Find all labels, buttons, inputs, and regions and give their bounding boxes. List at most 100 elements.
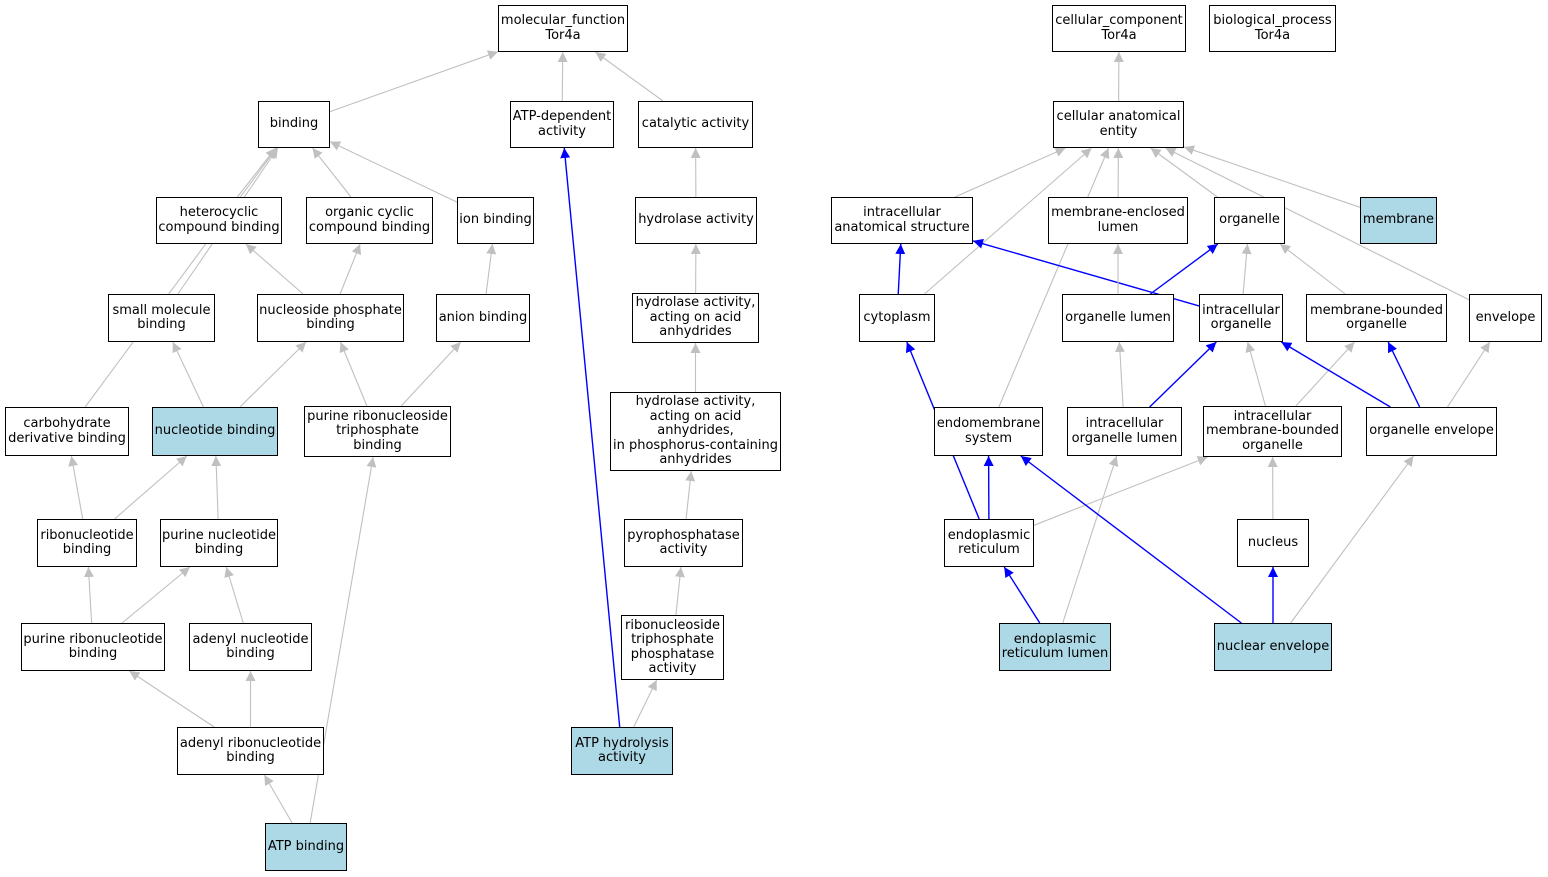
edge-imbo-to-intorg — [1245, 341, 1266, 407]
node-purine-ribonucleotide-binding[interactable]: purine ribonucleotide binding — [21, 623, 165, 671]
node-anion-binding[interactable]: anion binding — [436, 294, 530, 342]
node-endoplasmic-reticulum-lumen[interactable]: endoplasmic reticulum lumen — [999, 623, 1111, 671]
node-membrane[interactable]: membrane — [1360, 197, 1437, 244]
edge-erlumen-to-intorglumen — [1062, 455, 1119, 624]
node-label: binding — [269, 116, 319, 132]
edge-purnuc-to-nucleotide — [211, 455, 222, 520]
edge-orgenv-to-intorg — [1280, 341, 1391, 408]
node-atp-hydrolysis-activity[interactable]: ATP hydrolysis activity — [571, 727, 673, 775]
node-envelope[interactable]: envelope — [1469, 294, 1542, 342]
node-nucleoside-phosphate-binding[interactable]: nucleoside phosphate binding — [257, 294, 404, 342]
node-label: hydrolase activity — [638, 212, 754, 228]
node-label: endoplasmic reticulum lumen — [1001, 631, 1109, 661]
node-purine-ribonucleoside-triphosphate-binding[interactable]: purine ribonucleoside triphosphate bindi… — [304, 406, 451, 457]
node-label: anion binding — [438, 309, 528, 325]
node-label: membrane-bounded organelle — [1309, 302, 1443, 332]
node-purine-nucleotide-binding[interactable]: purine nucleotide binding — [160, 519, 278, 567]
node-cellular-component[interactable]: cellular_component Tor4a — [1052, 5, 1186, 52]
node-heterocyclic-compound-binding[interactable]: heterocyclic compound binding — [156, 197, 282, 244]
edge-hetero-to-binding — [236, 147, 277, 198]
node-label: intracellular anatomical structure — [834, 205, 970, 235]
node-biological-process[interactable]: biological_process Tor4a — [1209, 5, 1336, 52]
edge-cytoplasm-to-ias — [895, 243, 906, 295]
node-label: adenyl nucleotide binding — [192, 631, 309, 661]
edge-purribotri-to-anion — [400, 341, 462, 407]
edge-nucleotide-to-smallmol — [172, 341, 204, 408]
edge-nucenv-to-endomem — [1020, 455, 1242, 624]
edge-erlumen-to-er — [1003, 566, 1041, 624]
node-label: carbohydrate derivative binding — [8, 416, 126, 446]
edge-nucleotide-to-nucphos — [239, 341, 307, 408]
node-hydrolase-acting-on-acid-anhydrides[interactable]: hydrolase activity, acting on acid anhyd… — [632, 293, 759, 343]
node-label: intracellular organelle — [1202, 302, 1280, 332]
node-membrane-enclosed-lumen[interactable]: membrane-enclosed lumen — [1048, 197, 1188, 244]
edge-intorglumen-to-intorg — [1149, 341, 1217, 408]
node-label: molecular_function Tor4a — [500, 13, 626, 43]
node-label: envelope — [1475, 309, 1536, 325]
node-organelle-envelope[interactable]: organelle envelope — [1366, 407, 1497, 456]
node-atp-dependent-activity[interactable]: ATP-dependent activity — [510, 101, 614, 148]
node-label: purine ribonucleoside triphosphate bindi… — [307, 408, 448, 453]
node-organelle-lumen[interactable]: organelle lumen — [1062, 294, 1174, 342]
node-catalytic-activity[interactable]: catalytic activity — [638, 101, 753, 148]
node-label: organelle lumen — [1065, 309, 1171, 325]
node-ribonucleoside-triphosphate-phosphatase-activity[interactable]: ribonucleoside triphosphate phosphatase … — [621, 615, 724, 680]
node-membrane-bounded-organelle[interactable]: membrane-bounded organelle — [1306, 294, 1447, 342]
node-intracellular-anatomical-structure[interactable]: intracellular anatomical structure — [831, 197, 973, 244]
edge-orgcyc-to-binding — [312, 147, 352, 198]
node-binding[interactable]: binding — [258, 101, 330, 148]
node-small-molecule-binding[interactable]: small molecule binding — [108, 294, 215, 342]
edge-binding-to-mf — [329, 50, 499, 113]
edge-mbo-to-organelle — [1279, 243, 1346, 295]
node-pyrophosphatase-activity[interactable]: pyrophosphatase activity — [624, 519, 743, 567]
node-nucleotide-binding[interactable]: nucleotide binding — [152, 407, 278, 456]
edge-organelle-to-cae — [1150, 147, 1218, 198]
edge-er-to-imbo — [1033, 456, 1208, 526]
node-label: ATP hydrolysis activity — [575, 735, 669, 765]
node-endomembrane-system[interactable]: endomembrane system — [934, 407, 1043, 456]
node-label: ion binding — [459, 212, 532, 228]
node-label: cellular anatomical entity — [1056, 109, 1181, 139]
node-endoplasmic-reticulum[interactable]: endoplasmic reticulum — [944, 519, 1034, 567]
node-hydrolase-phosphorus-anhydrides[interactable]: hydrolase activity, acting on acid anhyd… — [610, 392, 781, 471]
node-label: nucleotide binding — [154, 423, 276, 439]
edge-cytoplasm-to-cae — [924, 147, 1092, 295]
edge-adenylribo-to-purribo — [129, 670, 215, 728]
node-cellular-anatomical-entity[interactable]: cellular anatomical entity — [1053, 101, 1184, 148]
node-label: intracellular membrane-bounded organelle — [1205, 408, 1339, 453]
node-hydrolase-activity[interactable]: hydrolase activity — [635, 197, 757, 244]
node-intracellular-organelle-lumen[interactable]: intracellular organelle lumen — [1067, 407, 1182, 456]
node-label: membrane — [1362, 212, 1435, 228]
edge-catalytic-to-mf — [595, 51, 664, 102]
node-label: ribonucleotide binding — [40, 527, 134, 557]
node-adenyl-ribonucleotide-binding[interactable]: adenyl ribonucleotide binding — [177, 727, 324, 775]
node-label: cytoplasm — [863, 309, 931, 325]
node-organelle[interactable]: organelle — [1214, 197, 1285, 244]
node-label: ATP-dependent activity — [512, 109, 612, 139]
edge-atpbind-to-adenylribo — [263, 774, 293, 824]
node-ribonucleotide-binding[interactable]: ribonucleotide binding — [37, 519, 137, 567]
node-label: small molecule binding — [112, 302, 211, 332]
node-label: organelle envelope — [1369, 423, 1494, 439]
edge-adenylnuc-to-purnuc — [224, 566, 244, 624]
node-cytoplasm[interactable]: cytoplasm — [859, 294, 935, 342]
node-carbohydrate-derivative-binding[interactable]: carbohydrate derivative binding — [5, 407, 129, 456]
node-label: membrane-enclosed lumen — [1051, 205, 1185, 235]
node-label: purine ribonucleotide binding — [23, 631, 163, 661]
edge-nucenv-to-orgenv — [1290, 455, 1414, 624]
node-nucleus[interactable]: nucleus — [1237, 519, 1309, 567]
node-molecular-function[interactable]: molecular_function Tor4a — [498, 5, 628, 52]
node-intracellular-membrane-bounded-organelle[interactable]: intracellular membrane-bounded organelle — [1203, 406, 1342, 457]
edge-pyrophos-to-hydphos — [685, 470, 696, 520]
node-nuclear-envelope[interactable]: nuclear envelope — [1214, 623, 1332, 671]
node-ion-binding[interactable]: ion binding — [457, 197, 534, 244]
node-intracellular-organelle[interactable]: intracellular organelle — [1199, 294, 1283, 342]
node-atp-binding[interactable]: ATP binding — [265, 823, 347, 871]
node-adenyl-nucleotide-binding[interactable]: adenyl nucleotide binding — [189, 623, 312, 671]
edge-ribonuc-to-carbo — [68, 455, 84, 520]
node-label: pyrophosphatase activity — [627, 527, 740, 557]
node-organic-cyclic-compound-binding[interactable]: organic cyclic compound binding — [306, 197, 433, 244]
edge-purribotri-to-nucphos — [339, 341, 368, 407]
edge-orgenv-to-envelope — [1447, 341, 1491, 408]
